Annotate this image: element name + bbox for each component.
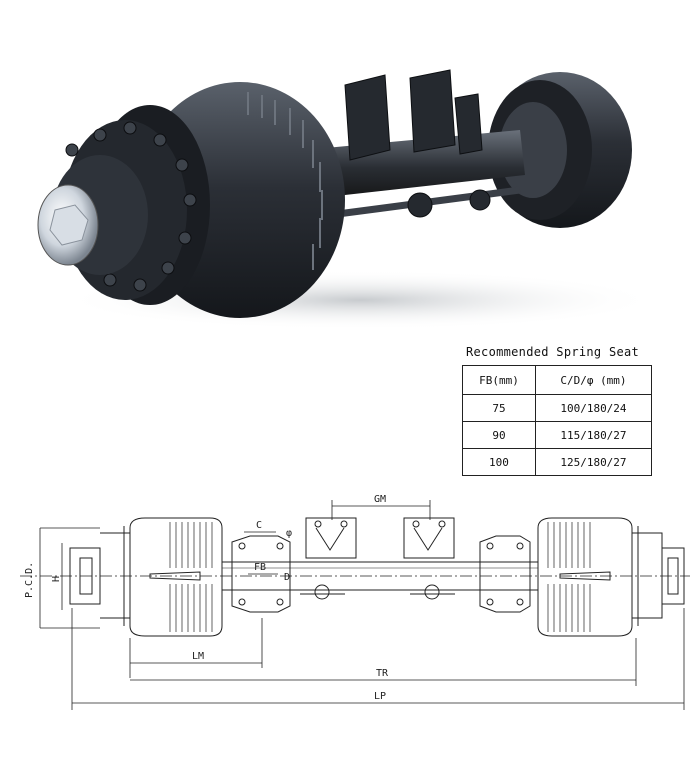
cell-fb: 90: [462, 421, 536, 449]
right-bracket-outline: [479, 535, 531, 613]
label-tr: TR: [376, 668, 389, 679]
table-title: Recommended Spring Seat: [466, 345, 640, 359]
left-bracket-outline: [231, 535, 291, 613]
right-spring-seat: [403, 517, 455, 559]
spring-seat-table-block: Recommended Spring Seat FB(mm) C/D/φ (mm…: [462, 345, 662, 476]
label-gm: GM: [374, 494, 386, 505]
label-pcd: P.C.D.: [24, 562, 35, 598]
hub-cap-nut: [49, 204, 89, 246]
axle-technical-drawing: GM C φ FB D P.C.D. H LM TR LP: [20, 494, 690, 710]
cell-cdphi: 125/180/27: [534, 448, 653, 476]
label-h: H: [51, 576, 62, 582]
table-row: 100 125/180/27: [462, 448, 653, 476]
right-hub-outline: [632, 526, 685, 626]
spring-seat-brackets: [344, 69, 491, 218]
table-row: 75 100/180/24: [462, 394, 653, 422]
header-fb: FB(mm): [462, 365, 536, 395]
right-drum-outline: [537, 517, 633, 637]
spring-seat-table: FB(mm) C/D/φ (mm) 75 100/180/24 90 115/1…: [462, 365, 653, 476]
left-drum-outline: [129, 517, 223, 637]
header-cdphi: C/D/φ (mm): [534, 365, 653, 395]
axle-photo: [37, 69, 660, 330]
cell-cdphi: 115/180/27: [534, 421, 653, 449]
label-d: D: [284, 572, 290, 583]
label-lm: LM: [192, 651, 204, 662]
cell-fb: 75: [462, 394, 536, 422]
cell-fb: 100: [462, 448, 536, 476]
dimension-lines: [39, 500, 685, 710]
label-fb: FB: [254, 562, 266, 573]
table-header-row: FB(mm) C/D/φ (mm): [462, 365, 653, 395]
label-lp: LP: [374, 691, 386, 702]
table-row: 90 115/180/27: [462, 421, 653, 449]
label-c: C: [256, 520, 262, 531]
cell-cdphi: 100/180/24: [534, 394, 653, 422]
left-spring-seat: [305, 517, 357, 559]
slack-adjusters: [300, 584, 455, 600]
label-phi: φ: [286, 528, 292, 539]
